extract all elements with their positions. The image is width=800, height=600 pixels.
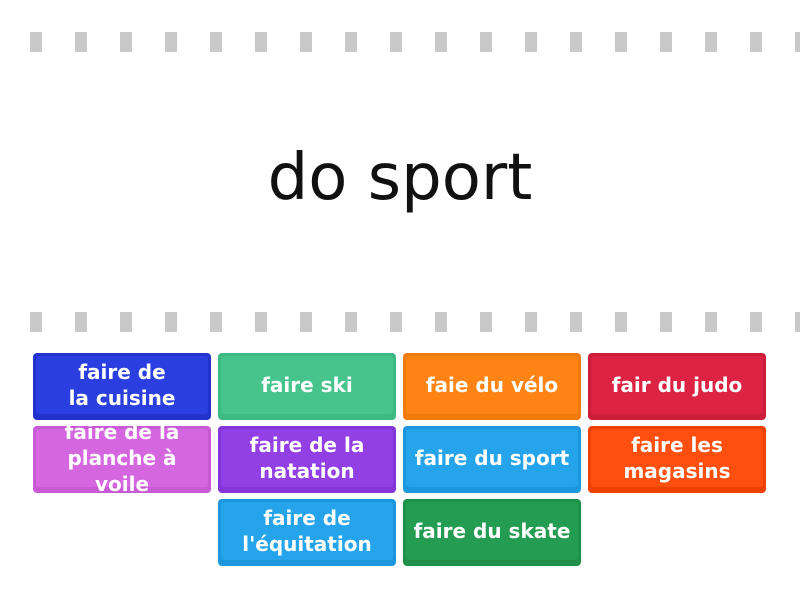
divider-dash — [120, 32, 132, 52]
divider-dash — [570, 312, 582, 332]
divider-dash — [525, 32, 537, 52]
answer-tile-faire-du-skate[interactable]: faire du skate — [403, 499, 581, 566]
tile-label: faire du skate — [413, 519, 571, 543]
tile-face — [36, 356, 208, 414]
prompt-text: do sport — [267, 141, 533, 215]
answer-tile-faire-de-lequitation[interactable]: faire de l'équitation — [218, 499, 396, 566]
tile-label: faire de la planche à voile — [64, 426, 180, 493]
divider-dash — [525, 312, 537, 332]
answer-tile-faire-du-sport[interactable]: faire du sport — [403, 426, 581, 493]
divider-bottom — [0, 312, 800, 332]
divider-dash — [660, 32, 672, 52]
answer-tile-faire-les-magasins[interactable]: faire les magasins — [588, 426, 766, 493]
divider-dash — [480, 32, 492, 52]
divider-top — [0, 32, 800, 52]
tile-label: faie du vélo — [425, 373, 559, 397]
divider-dash — [390, 312, 402, 332]
tile-face — [221, 356, 393, 414]
divider-dash — [300, 32, 312, 52]
divider-dash — [75, 312, 87, 332]
tile-face — [406, 502, 578, 560]
divider-dash — [480, 312, 492, 332]
answer-tile-fair-du-judo[interactable]: fair du judo — [588, 353, 766, 420]
divider-dash — [210, 32, 222, 52]
answer-tile-faire-de-la-cuisine[interactable]: faire de la cuisine — [33, 353, 211, 420]
divider-dash — [30, 32, 42, 52]
answer-tile-faire-de-la-natation[interactable]: faire de la natation — [218, 426, 396, 493]
tile-face — [406, 356, 578, 414]
divider-dash — [660, 312, 672, 332]
divider-dash — [255, 32, 267, 52]
divider-dash — [705, 312, 717, 332]
divider-dash — [750, 32, 762, 52]
divider-dash — [210, 312, 222, 332]
divider-dash — [120, 312, 132, 332]
divider-dash — [570, 32, 582, 52]
divider-dash — [390, 32, 402, 52]
divider-dash — [750, 312, 762, 332]
tile-face — [221, 502, 393, 560]
divider-dash — [255, 312, 267, 332]
divider-dash — [300, 312, 312, 332]
tile-label: faire de l'équitation — [242, 506, 372, 556]
divider-dash — [75, 32, 87, 52]
tile-face — [36, 429, 208, 487]
answer-tile-faire-de-la-planche-a-voile[interactable]: faire de la planche à voile — [33, 426, 211, 493]
tile-face — [591, 429, 763, 487]
divider-dash — [615, 32, 627, 52]
divider-dash — [30, 312, 42, 332]
tile-label: fair du judo — [611, 373, 743, 397]
divider-dash — [165, 32, 177, 52]
answer-tile-faire-ski[interactable]: faire ski — [218, 353, 396, 420]
answer-tile-faie-du-velo[interactable]: faie du vélo — [403, 353, 581, 420]
divider-dash — [345, 312, 357, 332]
divider-dash — [705, 32, 717, 52]
divider-dash — [435, 32, 447, 52]
divider-dash — [795, 312, 800, 332]
divider-dash — [435, 312, 447, 332]
divider-dash — [615, 312, 627, 332]
divider-dash — [795, 32, 800, 52]
tile-face — [591, 356, 763, 414]
divider-dash — [165, 312, 177, 332]
tile-face — [221, 429, 393, 487]
tile-label: faire les magasins — [623, 433, 731, 483]
divider-dash — [345, 32, 357, 52]
tile-label: faire du sport — [414, 446, 570, 470]
tile-label: faire de la cuisine — [68, 360, 176, 410]
tile-label: faire ski — [261, 373, 353, 397]
tile-face — [406, 429, 578, 487]
tile-label: faire de la natation — [249, 433, 365, 483]
